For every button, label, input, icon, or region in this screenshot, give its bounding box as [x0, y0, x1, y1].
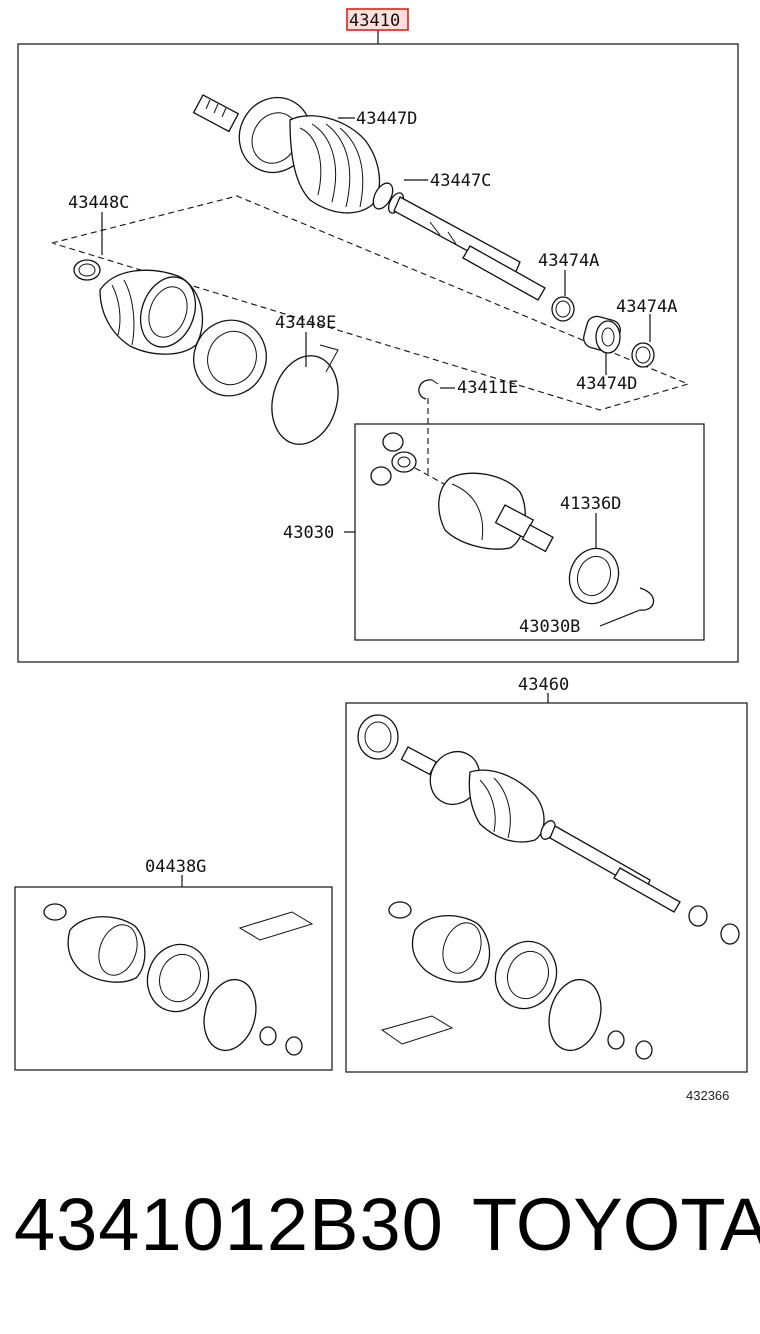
label-ring-a1[interactable]: 43474A — [538, 251, 599, 271]
label-outer-joint-kit[interactable]: 43460 — [518, 675, 569, 695]
kit-seal-part[interactable] — [357, 714, 399, 760]
exploded-parts-diagram: 43410 43447D 43447C 43448C — [14, 8, 748, 1073]
inner-joint-housing-part[interactable] — [438, 472, 554, 553]
bushing-part[interactable] — [581, 314, 622, 354]
boot-kit-outline — [51, 195, 690, 411]
tripod-part[interactable] — [370, 432, 417, 486]
label-boot-outer[interactable]: 43447D — [356, 109, 417, 129]
label-band[interactable]: 43448E — [275, 313, 336, 333]
boot-kit-frame — [14, 886, 333, 1071]
boot-kit-parts[interactable] — [43, 903, 314, 1056]
inner-housing-part[interactable] — [183, 310, 277, 406]
label-boot-kit[interactable]: 04438G — [145, 857, 206, 877]
inner-boot-part[interactable] — [99, 269, 205, 355]
label-snap-ring[interactable]: 43411E — [457, 378, 518, 398]
oil-seal-part[interactable] — [562, 541, 626, 610]
highlight-box — [346, 8, 409, 31]
clamp-inner-part[interactable] — [73, 259, 101, 281]
kit-boot-part[interactable] — [380, 901, 653, 1060]
snap-ring-part[interactable] — [418, 379, 439, 400]
catalog-number: 432366 — [686, 1088, 730, 1103]
kit-ring-part[interactable] — [688, 905, 740, 945]
label-bushing[interactable]: 43474D — [576, 374, 637, 394]
footer-brand: TOYOTA — [472, 1183, 760, 1266]
drive-shaft-part[interactable] — [192, 85, 546, 301]
label-oil-seal[interactable]: 41336D — [560, 494, 621, 514]
footer-part-number: 4341012B30 — [14, 1183, 444, 1266]
band-part[interactable] — [262, 344, 347, 452]
main-assembly-frame — [17, 43, 739, 663]
label-clamp-inner[interactable]: 43448C — [68, 193, 129, 213]
label-clip[interactable]: 43030B — [519, 617, 580, 637]
clip-part[interactable] — [639, 587, 655, 611]
label-inner-joint-group[interactable]: 43030 — [283, 523, 334, 543]
label-main-assembly[interactable]: 43410 — [349, 11, 400, 31]
label-ring-a2[interactable]: 43474A — [616, 297, 677, 317]
label-clamp-outer[interactable]: 43447C — [430, 171, 491, 191]
kit-shaft-part[interactable] — [400, 743, 681, 913]
ring-a2-part[interactable] — [631, 342, 655, 368]
outer-joint-kit-frame — [345, 702, 748, 1073]
ring-a1-part[interactable] — [551, 296, 575, 322]
